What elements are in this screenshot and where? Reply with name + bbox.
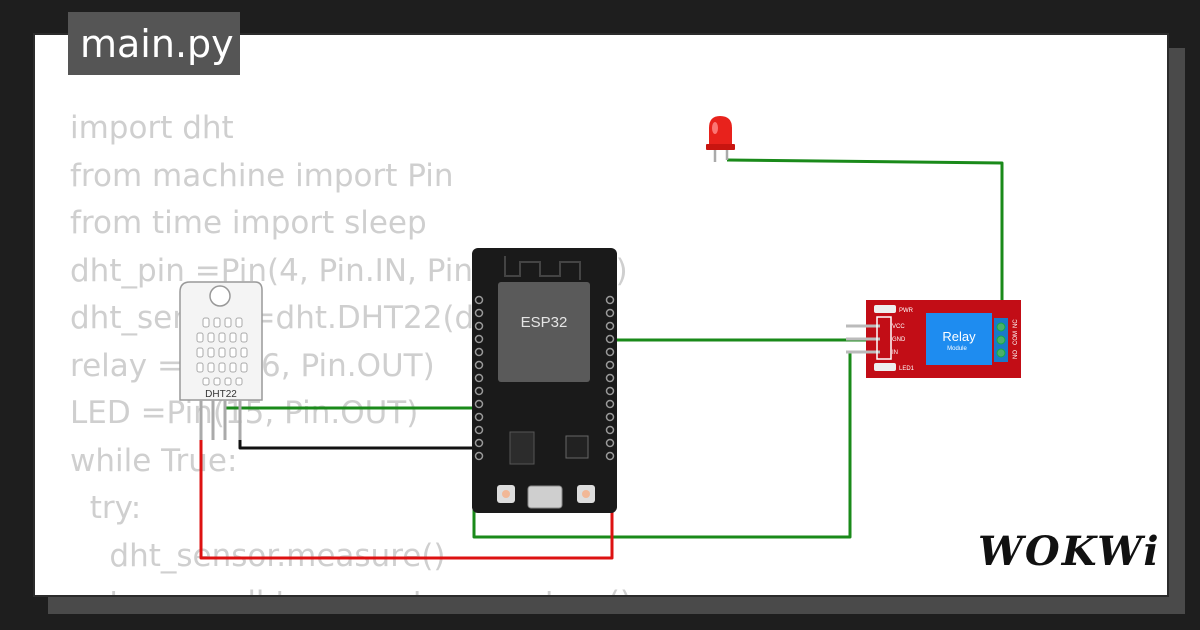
- esp32-pins-left: [474, 295, 484, 461]
- relay-terminal-com[interactable]: [996, 335, 1006, 345]
- relay-pin-gnd: GND: [892, 337, 906, 343]
- relay-led1: [874, 363, 896, 371]
- file-tab[interactable]: main.py: [68, 12, 240, 75]
- relay-pin-in: IN: [892, 350, 898, 356]
- relay-pins: [846, 324, 880, 354]
- relay-pwr-led: [874, 305, 896, 313]
- file-tab-label: main.py: [80, 21, 234, 66]
- relay-pin-vcc: VCC: [892, 324, 905, 330]
- code-line: from time import sleep: [70, 205, 427, 241]
- wokwi-logo: WOKWi: [978, 528, 1161, 575]
- esp32-usb-chip: [565, 435, 589, 459]
- relay-sublabel: Module: [947, 346, 967, 352]
- led-component[interactable]: [706, 116, 735, 162]
- relay-module[interactable]: VCC GND IN PWR LED1 Relay Module NO COM …: [846, 300, 1021, 378]
- relay-led1-label: LED1: [899, 366, 915, 372]
- esp32-module: [498, 282, 590, 382]
- code-line: dht_sensor.measure(): [70, 537, 446, 574]
- dht22-vent-grid: [196, 317, 248, 386]
- relay-terminal-nc[interactable]: [996, 348, 1006, 358]
- dht22-sensor[interactable]: DHT22: [179, 281, 263, 440]
- esp32-label: ESP32: [521, 314, 568, 331]
- led-legs: [713, 150, 729, 162]
- code-line: from machine import Pin: [70, 157, 454, 194]
- esp32-pins-right: [605, 295, 615, 461]
- wire-led-relay: [726, 158, 1004, 316]
- dht22-pins: [199, 400, 242, 440]
- esp32-antenna: [504, 256, 581, 280]
- esp32-regulator: [509, 431, 535, 465]
- code-line: import dht: [70, 110, 234, 146]
- esp32-usb-port: [527, 485, 563, 509]
- dht22-label: DHT22: [205, 389, 237, 400]
- code-line: try:: [70, 490, 142, 526]
- relay-terminal-no-label: NO: [1013, 350, 1019, 359]
- code-line: LED =Pin(15, Pin.OUT): [70, 395, 419, 431]
- esp32-board[interactable]: ESP32: [472, 248, 617, 513]
- relay-body: [926, 313, 992, 365]
- code-line: temp = dht_sensor.temperature(): [70, 580, 632, 595]
- relay-terminal-no[interactable]: [996, 322, 1006, 332]
- wire-dht-gnd: [238, 440, 474, 450]
- relay-terminal-com-label: COM: [1013, 331, 1019, 345]
- code-line: while True:: [70, 442, 238, 479]
- relay-pwr-label: PWR: [899, 308, 914, 314]
- relay-label: Relay: [942, 329, 976, 344]
- relay-terminal-nc-label: NC: [1013, 319, 1019, 328]
